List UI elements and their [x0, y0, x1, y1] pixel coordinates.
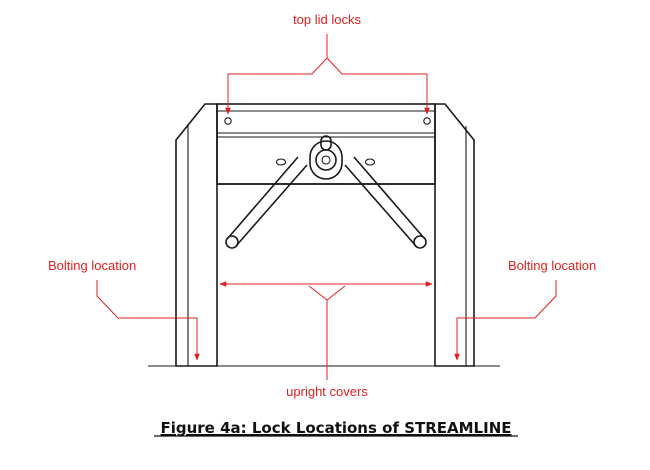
- top-lid: [216, 103, 436, 185]
- turnstile-drawing: [148, 103, 500, 367]
- right-lock-hole: [423, 117, 431, 125]
- bolting-location-right-label: Bolting location: [508, 258, 596, 273]
- figure-caption: Figure 4a: Lock Locations of STREAMLINE: [160, 419, 511, 437]
- annotation-bolting-left: Bolting location: [48, 258, 200, 361]
- annotation-bolting-right: Bolting location: [454, 258, 596, 361]
- upright-covers-label: upright covers: [286, 384, 368, 399]
- top-lid-locks-label: top lid locks: [293, 12, 361, 27]
- left-slot: [275, 158, 287, 166]
- rotor-hub: [309, 135, 343, 180]
- bolting-location-left-label: Bolting location: [48, 258, 136, 273]
- left-lock-hole: [224, 117, 232, 125]
- right-upright: [434, 103, 475, 367]
- left-upright: [175, 103, 218, 367]
- rotor-arms: [225, 156, 427, 249]
- annotation-upright-covers: upright covers: [219, 281, 433, 399]
- annotation-top-lid-locks: top lid locks: [225, 12, 430, 115]
- right-slot: [364, 158, 376, 166]
